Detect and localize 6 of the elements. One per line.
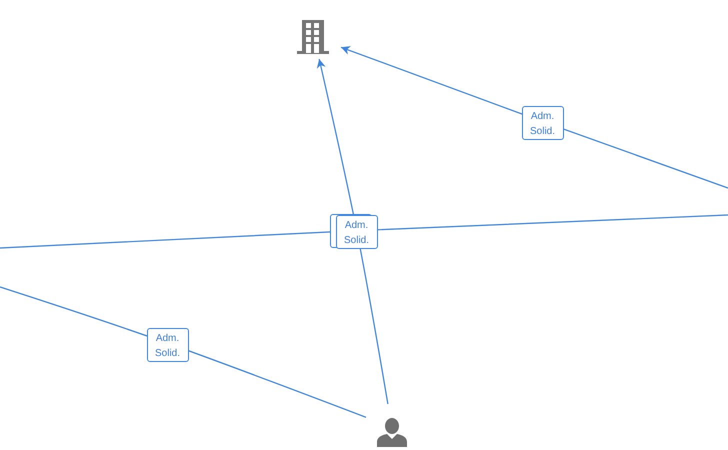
edge-label: Adm. Solid. — [522, 106, 564, 140]
connector-arrow — [316, 58, 388, 404]
edge-label: Adm. Solid. — [336, 215, 378, 249]
edge-label: Adm. Solid. — [146, 328, 188, 362]
connector-arrow — [340, 46, 728, 189]
connector-line — [0, 286, 366, 418]
